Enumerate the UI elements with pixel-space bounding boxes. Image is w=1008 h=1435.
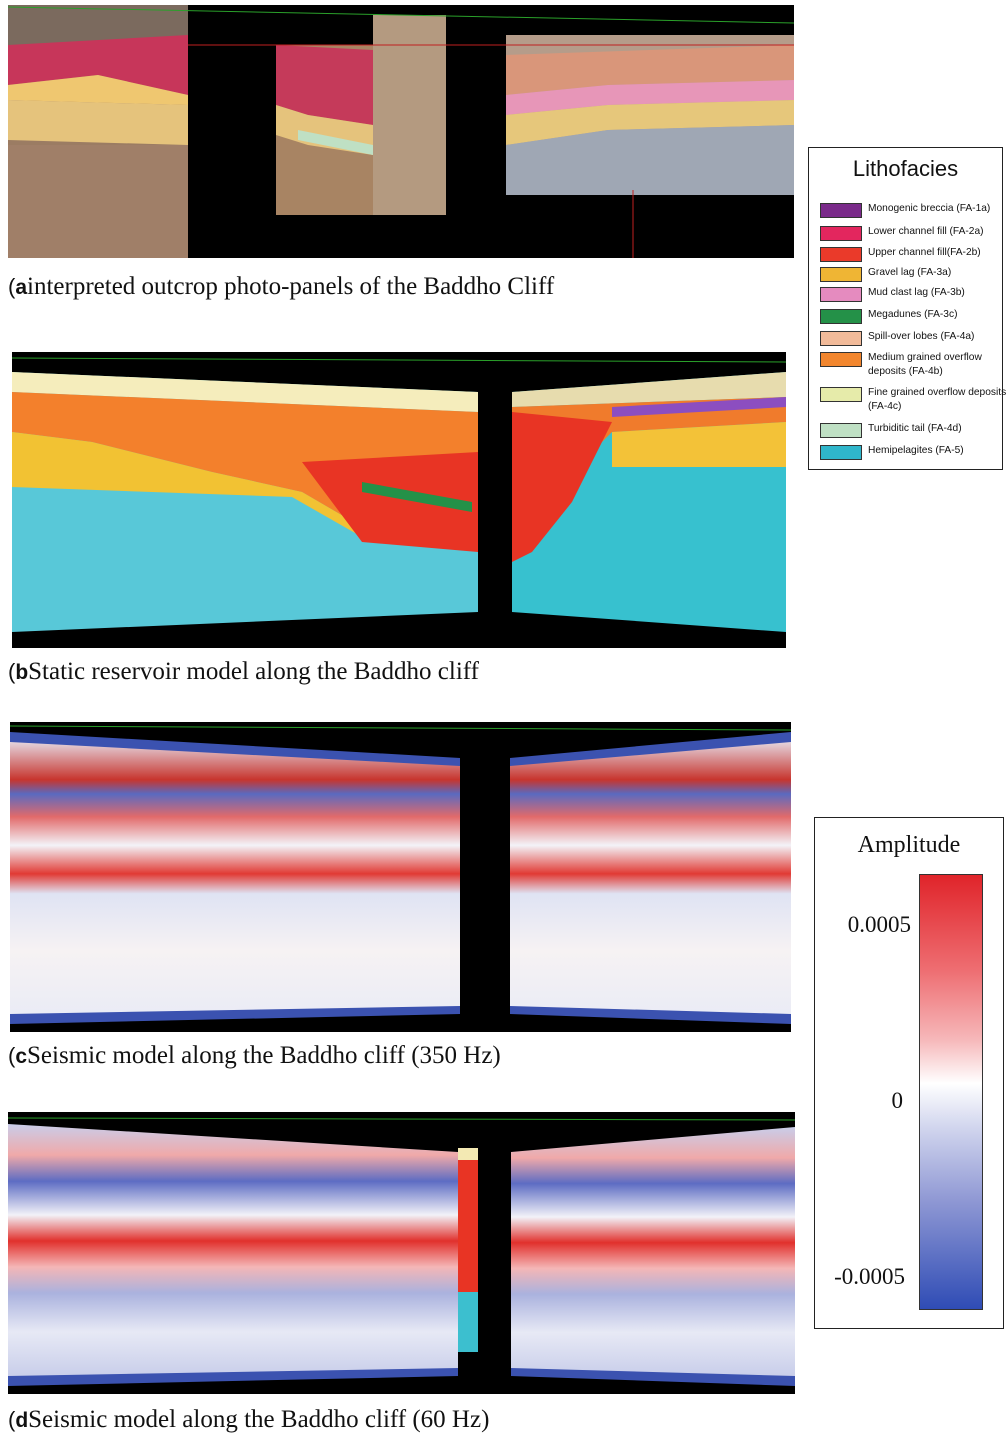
legend-item: Spill-over lobes (FA-4a) xyxy=(820,330,1008,346)
legend-item: Megadunes (FA-3c) xyxy=(820,308,1008,324)
legend-item: Mud clast lag (FA-3b) xyxy=(820,286,1008,302)
legend-item: Fine grained overflow deposits (FA-4c) xyxy=(820,386,1008,414)
legend-item: Lower channel fill (FA-2a) xyxy=(820,225,1008,241)
legend-label: Spill-over lobes (FA-4a) xyxy=(868,331,975,342)
caption-d-text: Seismic model along the Baddho cliff (60… xyxy=(28,1406,490,1433)
legend-label: Mud clast lag (FA-3b) xyxy=(868,287,965,298)
legend-item: Upper channel fill(FA-2b) xyxy=(820,246,1008,262)
caption-a: (ainterpreted outcrop photo-panels of th… xyxy=(8,273,555,300)
amplitude-tick-zero: 0 xyxy=(891,1088,904,1113)
legend-swatch xyxy=(820,226,862,241)
seismic-350hz-image xyxy=(10,722,791,1032)
legend-swatch xyxy=(820,331,862,346)
legend-label: Megadunes (FA-3c) xyxy=(868,309,958,320)
legend-swatch xyxy=(820,423,862,438)
legend-label: Turbiditic tail (FA-4d) xyxy=(868,423,962,434)
caption-a-text: interpreted outcrop photo-panels of the … xyxy=(27,273,555,300)
legend-item: Gravel lag (FA-3a) xyxy=(820,266,1008,282)
legend-swatch xyxy=(820,287,862,302)
amplitude-title: Amplitude xyxy=(857,832,961,858)
legend-label: Monogenic breccia (FA-1a) xyxy=(868,203,991,214)
legend-item: Turbiditic tail (FA-4d) xyxy=(820,422,1008,438)
outcrop-photo-panel xyxy=(8,5,794,258)
legend-label: Lower channel fill (FA-2a) xyxy=(868,226,984,237)
legend-swatch xyxy=(820,352,862,367)
amplitude-colorbar: Amplitude 0.0005 0 -0.0005 xyxy=(814,817,1004,1329)
seismic-350hz-panel xyxy=(10,722,791,1032)
caption-b: (bStatic reservoir model along the Baddh… xyxy=(8,658,479,685)
caption-b-label: b xyxy=(15,661,29,684)
legend-swatch xyxy=(820,387,862,402)
legend-item: Hemipelagites (FA-5) xyxy=(820,444,1008,460)
legend-item: Monogenic breccia (FA-1a) xyxy=(820,202,1008,218)
lithofacies-legend: Lithofacies Monogenic breccia (FA-1a) Low… xyxy=(808,147,1006,470)
seismic-60hz-image xyxy=(8,1112,795,1394)
legend-swatch xyxy=(820,445,862,460)
amplitude-tick-max: 0.0005 xyxy=(847,912,911,937)
caption-a-label: a xyxy=(15,276,28,299)
caption-c-label: c xyxy=(15,1045,28,1068)
legend-label: Medium grained overflow deposits (FA-4b) xyxy=(868,352,982,377)
seismic-60hz-panel xyxy=(8,1112,795,1394)
legend-label: Gravel lag (FA-3a) xyxy=(868,267,952,278)
caption-d-label: d xyxy=(15,1409,29,1432)
legend-label: Fine grained overflow deposits (FA-4c) xyxy=(868,387,1007,412)
caption-d: (dSeismic model along the Baddho cliff (… xyxy=(8,1406,490,1433)
caption-b-text: Static reservoir model along the Baddho … xyxy=(28,658,479,685)
static-reservoir-model-image xyxy=(12,352,786,648)
legend-swatch xyxy=(820,247,862,262)
legend-swatch xyxy=(820,309,862,324)
legend-item: Medium grained overflow deposits (FA-4b) xyxy=(820,351,1008,379)
legend-swatch xyxy=(820,267,862,282)
legend-label: Hemipelagites (FA-5) xyxy=(868,445,964,456)
caption-c-text: Seismic model along the Baddho cliff (35… xyxy=(27,1042,501,1069)
amplitude-gradient-bar xyxy=(919,874,983,1310)
legend-swatch xyxy=(820,203,862,218)
outcrop-photo-image xyxy=(8,5,794,258)
legend-title: Lithofacies xyxy=(852,156,959,181)
amplitude-tick-min: -0.0005 xyxy=(834,1264,905,1289)
caption-c: (cSeismic model along the Baddho cliff (… xyxy=(8,1042,501,1069)
legend-label: Upper channel fill(FA-2b) xyxy=(868,247,981,258)
static-reservoir-model-panel xyxy=(12,352,786,648)
